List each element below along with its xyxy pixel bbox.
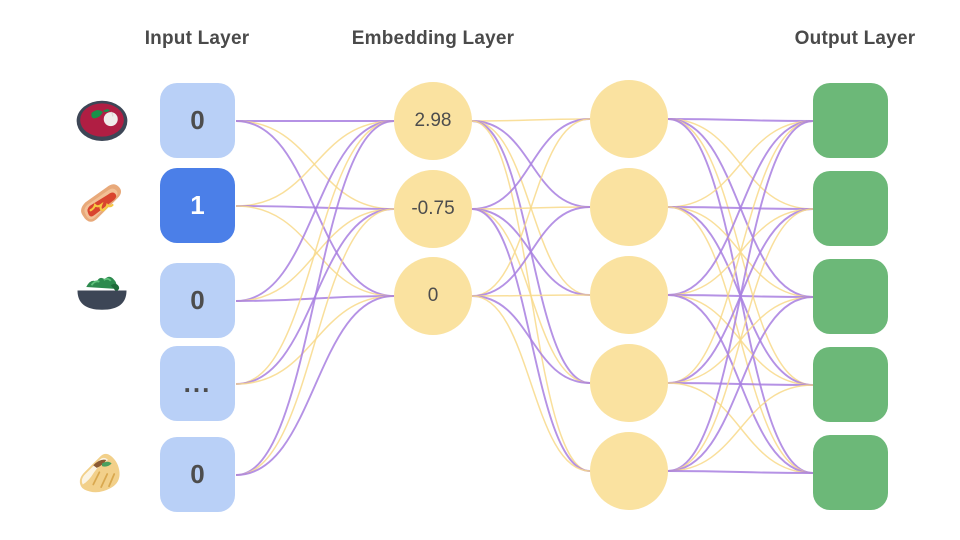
edge bbox=[471, 295, 591, 384]
embedding-node-value: 0 bbox=[427, 285, 439, 306]
burrito-icon bbox=[74, 446, 130, 502]
edge bbox=[471, 208, 591, 472]
edge bbox=[471, 120, 591, 384]
hidden-node[interactable] bbox=[590, 432, 668, 510]
edge bbox=[235, 208, 395, 476]
edge bbox=[667, 120, 814, 296]
edge bbox=[667, 118, 814, 474]
edge bbox=[667, 296, 814, 384]
edge bbox=[667, 384, 814, 472]
edge bbox=[235, 295, 395, 302]
edge bbox=[667, 382, 814, 386]
edge bbox=[235, 205, 395, 210]
edge bbox=[667, 206, 814, 210]
input-node-value: 0 bbox=[190, 105, 205, 135]
edge bbox=[471, 208, 591, 384]
edge bbox=[235, 208, 395, 385]
edge bbox=[471, 118, 591, 122]
edge bbox=[667, 208, 814, 384]
edge bbox=[667, 120, 814, 384]
input-node-value: 0 bbox=[190, 459, 205, 489]
edge bbox=[235, 208, 395, 302]
output-node[interactable] bbox=[813, 259, 888, 334]
output-node[interactable] bbox=[813, 171, 888, 246]
embedding-node-value: -0.75 bbox=[411, 198, 455, 219]
embedding-node[interactable]: -0.75 bbox=[394, 170, 472, 248]
edge bbox=[235, 120, 395, 207]
edge bbox=[235, 120, 395, 297]
edge bbox=[235, 295, 395, 385]
salad-bowl-icon bbox=[74, 266, 130, 322]
edge bbox=[667, 120, 814, 208]
input-node-value: ... bbox=[183, 367, 212, 398]
output-node[interactable] bbox=[813, 347, 888, 422]
edge bbox=[667, 470, 814, 474]
input-node[interactable]: 0 bbox=[160, 437, 235, 512]
edge bbox=[667, 206, 814, 386]
edge bbox=[471, 208, 591, 296]
edge bbox=[667, 206, 814, 298]
edge bbox=[667, 120, 814, 472]
input-node[interactable]: 1 bbox=[160, 168, 235, 243]
edge bbox=[471, 206, 591, 210]
input-node[interactable]: 0 bbox=[160, 83, 235, 158]
edge bbox=[667, 294, 814, 298]
meat-plate-icon bbox=[74, 92, 130, 148]
edge bbox=[667, 118, 814, 122]
embedding-node[interactable]: 2.98 bbox=[394, 82, 472, 160]
layer-title-input: Input Layer bbox=[144, 28, 250, 49]
edge bbox=[235, 120, 395, 385]
edge bbox=[667, 118, 814, 298]
hidden-node[interactable] bbox=[590, 168, 668, 246]
edge bbox=[667, 206, 814, 474]
edge bbox=[667, 296, 814, 472]
hidden-node[interactable] bbox=[590, 344, 668, 422]
edge bbox=[235, 295, 395, 476]
hot-dog-icon bbox=[74, 177, 130, 233]
edge bbox=[667, 118, 814, 386]
edge bbox=[667, 294, 814, 474]
input-node[interactable]: 0 bbox=[160, 263, 235, 338]
edge bbox=[235, 205, 395, 297]
input-node-ellipsis[interactable]: ... bbox=[160, 346, 235, 421]
edge bbox=[667, 118, 814, 210]
edge bbox=[667, 382, 814, 474]
layer-title-output: Output Layer bbox=[794, 28, 916, 49]
edge bbox=[471, 206, 591, 297]
edge bbox=[667, 294, 814, 386]
edge bbox=[667, 208, 814, 472]
embedding-node-value: 2.98 bbox=[414, 110, 452, 131]
embedding-node[interactable]: 0 bbox=[394, 257, 472, 335]
edge bbox=[235, 120, 395, 210]
edge bbox=[235, 120, 395, 476]
edge bbox=[471, 118, 591, 297]
edge bbox=[235, 120, 395, 302]
edge bbox=[471, 120, 591, 296]
layer-title-embedding: Embedding Layer bbox=[351, 28, 515, 49]
edge bbox=[471, 294, 591, 297]
edge bbox=[667, 208, 814, 296]
edge bbox=[471, 295, 591, 472]
output-node[interactable] bbox=[813, 435, 888, 510]
hidden-node[interactable] bbox=[590, 80, 668, 158]
hidden-node[interactable] bbox=[590, 256, 668, 334]
input-node-value: 1 bbox=[190, 190, 205, 220]
output-node[interactable] bbox=[813, 83, 888, 158]
input-node-value: 0 bbox=[190, 285, 205, 315]
edge bbox=[471, 120, 591, 208]
edge bbox=[471, 118, 591, 210]
edge bbox=[471, 120, 591, 472]
